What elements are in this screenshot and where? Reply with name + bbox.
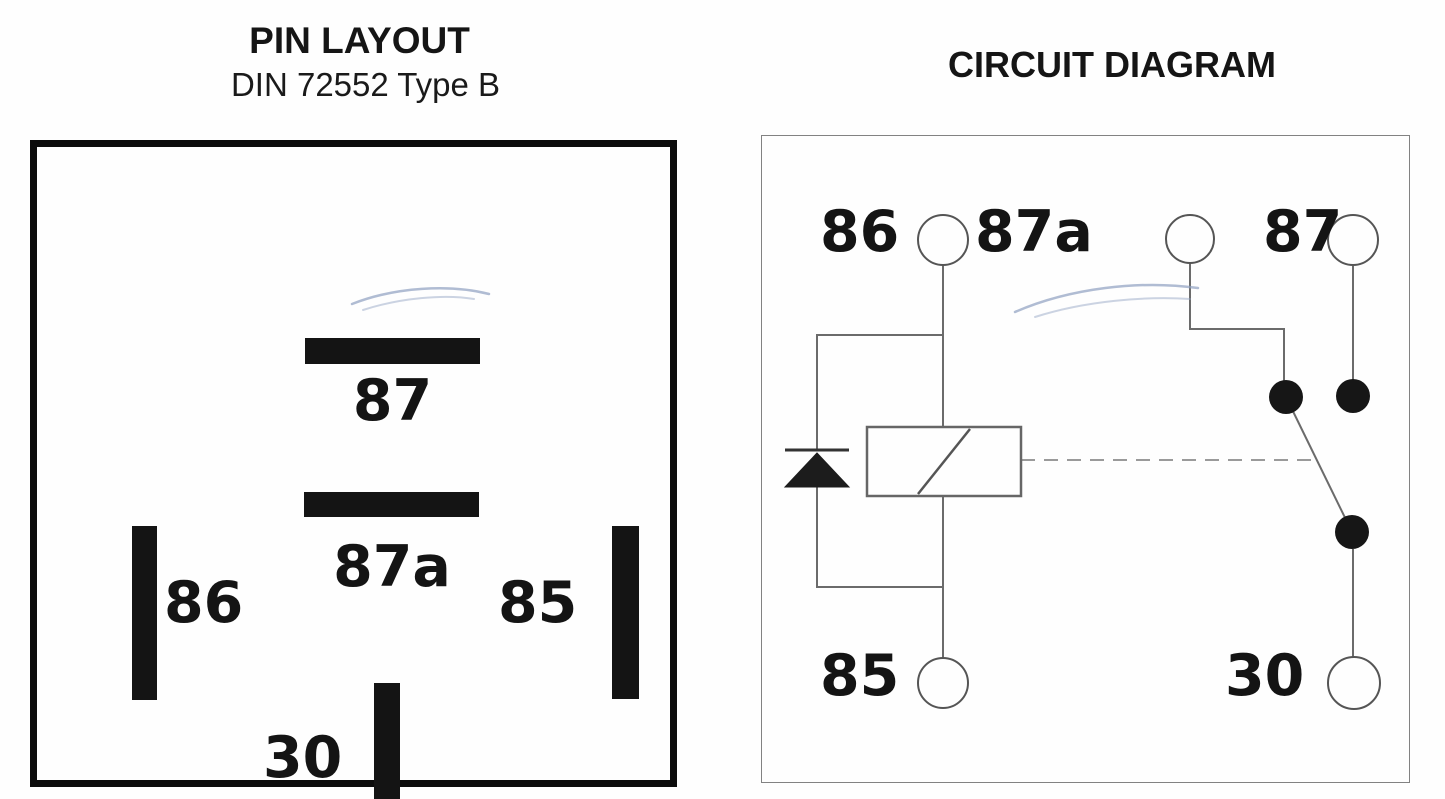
- wire-diode-branch-bottom: [816, 487, 943, 588]
- wire-87a-to-contact: [1189, 263, 1285, 381]
- terminal-86-label: 86: [820, 199, 900, 265]
- pin-86-label: 86: [164, 570, 244, 636]
- pin-layout-subtitle: DIN 72552 Type B: [230, 66, 501, 103]
- contact-87-dot: [1336, 379, 1370, 413]
- pen-scribble-artifact-right: [1013, 283, 1200, 318]
- terminal-87-label: 87: [1263, 199, 1343, 265]
- pin-87-label: 87: [352, 368, 433, 434]
- switch-contacts: [1269, 379, 1370, 549]
- diode-icon: [783, 448, 851, 488]
- terminal-86-circle: [917, 214, 969, 266]
- switch-arm: [1285, 396, 1353, 533]
- pin-87a-blade-icon: [304, 492, 479, 517]
- terminal-87-circle: [1327, 214, 1379, 266]
- terminal-85-circle: [917, 657, 969, 709]
- pin-86-blade-icon: [132, 526, 157, 700]
- contact-30-dot: [1335, 515, 1369, 549]
- pin-30-blade-icon: [374, 683, 400, 799]
- circuit-schematic: [783, 214, 1381, 710]
- pin-87a-label: 87a: [333, 534, 451, 600]
- wire-diode-branch-top: [816, 334, 943, 450]
- terminal-85-label: 85: [820, 643, 900, 709]
- contact-87a-dot: [1269, 380, 1303, 414]
- pin-30-label: 30: [263, 725, 343, 791]
- pin-85-label: 85: [498, 570, 578, 636]
- pin-layout-box: 87 87a 86 85 30: [30, 140, 677, 799]
- terminal-30-label: 30: [1225, 643, 1305, 709]
- terminal-circles: [917, 214, 1381, 710]
- pin-85-blade-icon: [612, 526, 639, 699]
- coil-symbol: [865, 425, 1023, 498]
- coil-diagonal: [917, 428, 971, 495]
- diode-triangle: [783, 452, 851, 488]
- pin-layout-title: PIN LAYOUT: [249, 20, 470, 61]
- circuit-diagram-title: CIRCUIT DIAGRAM: [948, 44, 1276, 85]
- terminal-30-circle: [1327, 656, 1381, 710]
- pin-87-blade-icon: [305, 338, 480, 364]
- terminal-87a-label: 87a: [975, 199, 1093, 265]
- wires: [816, 263, 1354, 658]
- terminal-87a-circle: [1165, 214, 1215, 264]
